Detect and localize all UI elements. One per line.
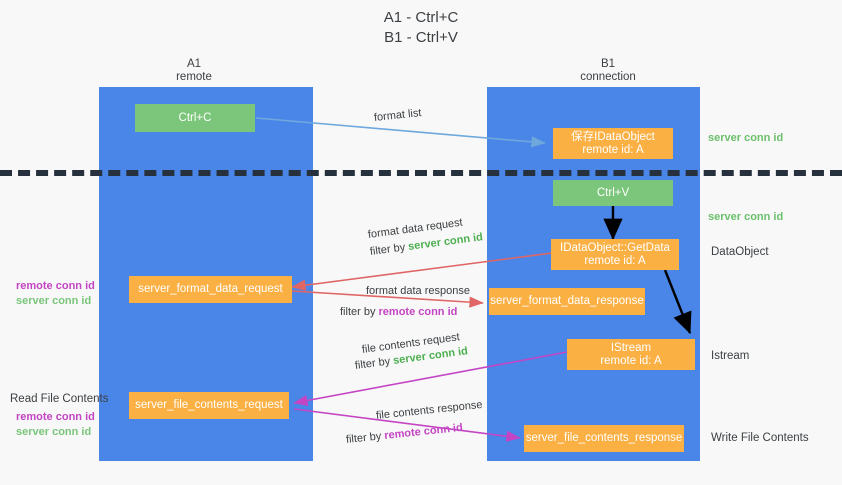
arrow-getdata-to-istream — [663, 269, 692, 335]
column-a1-sub: remote — [176, 71, 212, 83]
annotation-server-conn-id-top: server conn id — [708, 132, 784, 144]
annotation-write-file-contents: Write File Contents — [711, 432, 809, 444]
annotation-left-conn-ids-2: remote conn id server conn id — [16, 410, 95, 440]
edge-label-format-data-response-text: format data response — [366, 285, 470, 297]
node-save-idataobject[interactable]: 保存IDataObject remote id: A — [553, 128, 673, 159]
annotation-read-file-contents: Read File Contents — [10, 393, 109, 405]
node-save-idataobject-line2: remote id: A — [582, 143, 644, 156]
arrow-format-data-request — [291, 252, 553, 291]
filter-prefix: filter by — [345, 430, 385, 446]
diagram-title: A1 - Ctrl+C B1 - Ctrl+V — [0, 8, 842, 48]
annotation-dataobject: DataObject — [711, 246, 769, 258]
column-b1-name: B1 — [600, 58, 616, 70]
node-server-file-contents-request[interactable]: server_file_contents_request — [129, 392, 289, 419]
annotation-istream: Istream — [711, 350, 750, 362]
title-line-1: A1 - Ctrl+C — [383, 9, 459, 26]
column-a1-name: A1 — [186, 58, 202, 70]
phase-divider — [0, 170, 842, 176]
annotation-server-conn-id-2: server conn id — [16, 426, 92, 438]
arrow-format-list — [255, 117, 546, 148]
node-ctrl-v-label: Ctrl+V — [596, 186, 630, 199]
node-ctrl-c-label: Ctrl+C — [178, 111, 212, 124]
node-ctrl-c[interactable]: Ctrl+C — [135, 104, 255, 132]
column-header-b1: B1 connection — [543, 58, 673, 84]
node-server-format-data-response[interactable]: server_format_data_response — [489, 288, 645, 315]
edge-label-format-data-response-filter: filter by remote conn id — [340, 305, 457, 319]
annotation-server-conn-id-mid: server conn id — [708, 211, 784, 223]
title-line-2: B1 - Ctrl+V — [384, 29, 458, 46]
filter-key-remote-conn-id: remote conn id — [378, 306, 458, 318]
node-server-file-contents-response-label: server_file_contents_response — [525, 432, 683, 444]
annotation-remote-conn-id-1: remote conn id — [16, 280, 95, 292]
node-server-format-data-response-label: server_format_data_response — [490, 295, 644, 307]
node-idataobject-getdata[interactable]: IDataObject::GetData remote id: A — [551, 239, 679, 270]
filter-prefix: filter by — [340, 306, 379, 318]
column-header-a1: A1 remote — [129, 58, 259, 84]
edge-label-format-data-response: format data response — [366, 284, 470, 298]
node-istream-line1: IStream — [610, 341, 652, 354]
node-idataobject-getdata-line1: IDataObject::GetData — [560, 241, 670, 254]
node-server-file-contents-request-label: server_file_contents_request — [135, 399, 283, 411]
annotation-server-conn-id-1: server conn id — [16, 295, 92, 307]
node-istream[interactable]: IStream remote id: A — [567, 339, 695, 370]
arrow-file-contents-response — [293, 408, 521, 442]
node-server-file-contents-response[interactable]: server_file_contents_response — [524, 425, 684, 452]
node-server-format-data-request-label: server_format_data_request — [138, 283, 283, 295]
column-b1-sub: connection — [580, 71, 636, 83]
node-save-idataobject-line1: 保存IDataObject — [571, 130, 655, 143]
arrow-format-data-response — [291, 290, 484, 308]
node-server-format-data-request[interactable]: server_format_data_request — [129, 276, 292, 303]
annotation-remote-conn-id-2: remote conn id — [16, 411, 95, 423]
node-ctrl-v[interactable]: Ctrl+V — [553, 180, 673, 206]
node-istream-line2: remote id: A — [600, 354, 662, 367]
arrow-file-contents-request — [293, 351, 568, 407]
annotation-left-conn-ids-1: remote conn id server conn id — [16, 279, 95, 309]
node-idataobject-getdata-line2: remote id: A — [584, 254, 646, 267]
